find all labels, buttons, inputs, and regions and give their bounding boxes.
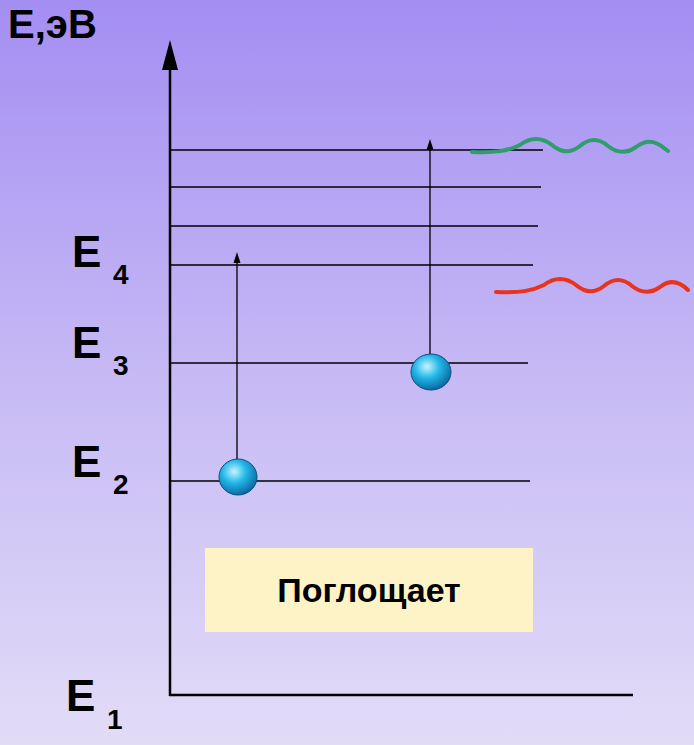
axes xyxy=(169,62,633,696)
level-symbol: E xyxy=(72,440,101,484)
electron xyxy=(411,354,451,390)
level-symbol: E xyxy=(72,230,101,274)
level-symbol: E xyxy=(66,674,95,718)
electron xyxy=(219,459,257,495)
level-index: 4 xyxy=(113,261,129,289)
axis-arrowhead xyxy=(162,40,178,70)
level-index: 3 xyxy=(113,352,129,380)
box-text: Поглощает xyxy=(277,571,461,610)
level-index: 2 xyxy=(113,471,129,499)
energy-levels xyxy=(170,150,543,481)
level-symbol: E xyxy=(72,321,101,365)
level-index: 1 xyxy=(107,706,123,734)
arrowhead xyxy=(234,252,241,263)
transition-arrows xyxy=(237,148,430,470)
axis-title: E,эВ xyxy=(8,4,97,44)
caption-box: Поглощает xyxy=(205,548,533,632)
arrowhead xyxy=(427,139,434,150)
photon-wave xyxy=(472,139,668,152)
photon-wave xyxy=(496,279,688,292)
